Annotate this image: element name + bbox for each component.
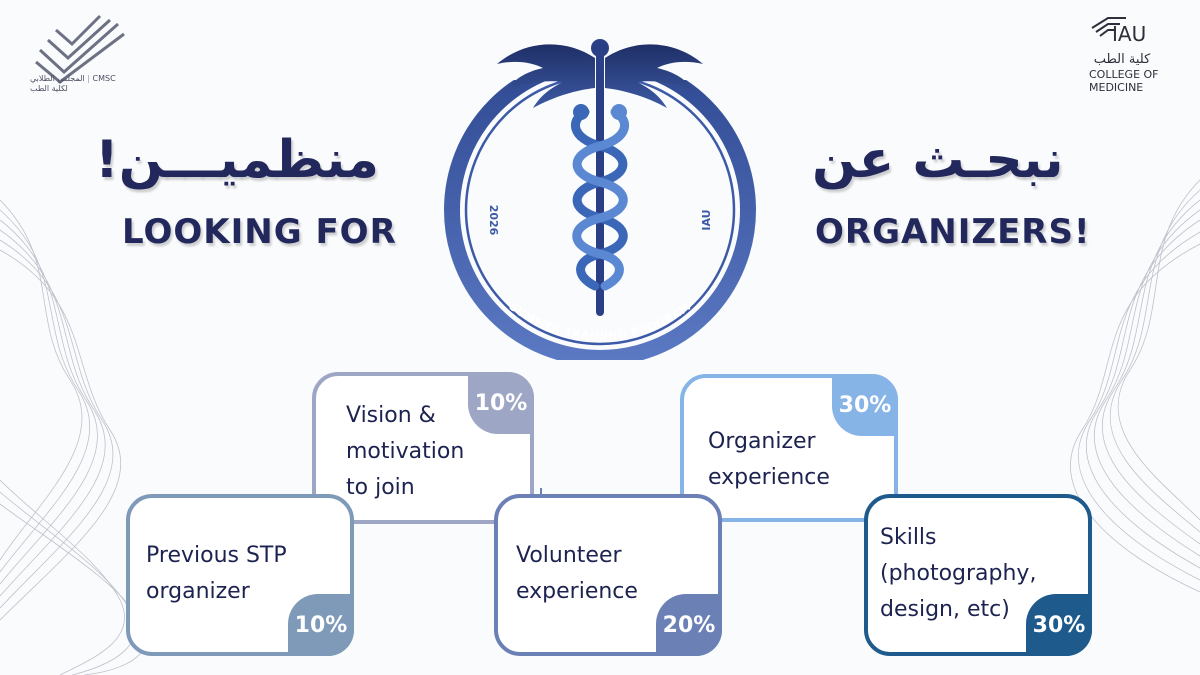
iau-college-line2: MEDICINE bbox=[1089, 81, 1144, 94]
cmsc-arabic-line1: المجلس الطلابي bbox=[30, 74, 85, 83]
arabic-headline-left: منظميـــن! bbox=[95, 130, 379, 190]
criteria-weight-badge: 10% bbox=[288, 594, 354, 656]
criteria-label-line: experience bbox=[516, 579, 638, 604]
criteria-weight-badge: 30% bbox=[832, 374, 898, 436]
criteria-label: Volunteer experience bbox=[516, 538, 638, 610]
criteria-weight-badge: 20% bbox=[656, 594, 722, 656]
iau-abbr: IAU bbox=[1112, 22, 1147, 46]
criteria-label-line: Vision & bbox=[346, 403, 436, 428]
criteria-label: Vision & motivation to join bbox=[346, 398, 464, 506]
emblem-year: 2026 bbox=[487, 205, 500, 236]
criteria-label: Organizer experience bbox=[708, 424, 830, 496]
criteria-label-line: (photography, bbox=[880, 561, 1037, 586]
cmsc-wordmark: المجلس الطلابي | CMSC bbox=[30, 74, 116, 83]
criteria-card-vision: Vision & motivation to join 10% bbox=[312, 372, 534, 524]
criteria-label-line: design, etc) bbox=[880, 597, 1010, 622]
summer-training-program-emblem: 2026 IAU SUMMER TRAINING PROGRAM bbox=[444, 39, 756, 360]
criteria-weight-badge: 10% bbox=[468, 372, 534, 434]
criteria-label-line: motivation bbox=[346, 439, 465, 464]
cmsc-arabic-line2: لكلية الطب bbox=[30, 84, 68, 93]
criteria-card-volunteer: Volunteer experience 20% bbox=[494, 494, 722, 656]
iau-college-line1: COLLEGE OF bbox=[1089, 68, 1159, 81]
iau-college-label: COLLEGE OF MEDICINE bbox=[1089, 68, 1159, 94]
arabic-headline-right: نبحـث عن bbox=[812, 130, 1064, 190]
criteria-label-line: Organizer bbox=[708, 429, 816, 454]
english-headline-left: LOOKING FOR bbox=[122, 212, 397, 252]
iau-arabic-name: كلية الطب bbox=[1093, 52, 1151, 67]
criteria-label-line: experience bbox=[708, 465, 830, 490]
criteria-weight-badge: 30% bbox=[1026, 594, 1092, 656]
criteria-label: Previous STP organizer bbox=[146, 538, 287, 610]
criteria-card-skills: Skills (photography, design, etc) 30% bbox=[864, 494, 1092, 656]
criteria-label-line: to join bbox=[346, 475, 415, 500]
criteria-card-organizer-experience: Organizer experience 30% bbox=[680, 374, 898, 522]
cmsc-logo bbox=[35, 14, 125, 84]
criteria-label: Skills (photography, design, etc) bbox=[880, 520, 1036, 628]
english-headline-right: ORGANIZERS! bbox=[815, 212, 1091, 252]
criteria-label-line: Volunteer bbox=[516, 543, 622, 568]
criteria-card-previous-stp: Previous STP organizer 10% bbox=[126, 494, 354, 656]
criteria-label-line: Skills bbox=[880, 525, 937, 550]
cmsc-arabic-line2-wrap: لكلية الطب bbox=[30, 84, 68, 93]
cmsc-abbr: CMSC bbox=[92, 74, 116, 83]
iau-emblem-icon bbox=[1091, 17, 1126, 37]
emblem-org: IAU bbox=[700, 209, 713, 230]
criteria-label-line: Previous STP bbox=[146, 543, 287, 568]
criteria-label-line: organizer bbox=[146, 579, 250, 604]
